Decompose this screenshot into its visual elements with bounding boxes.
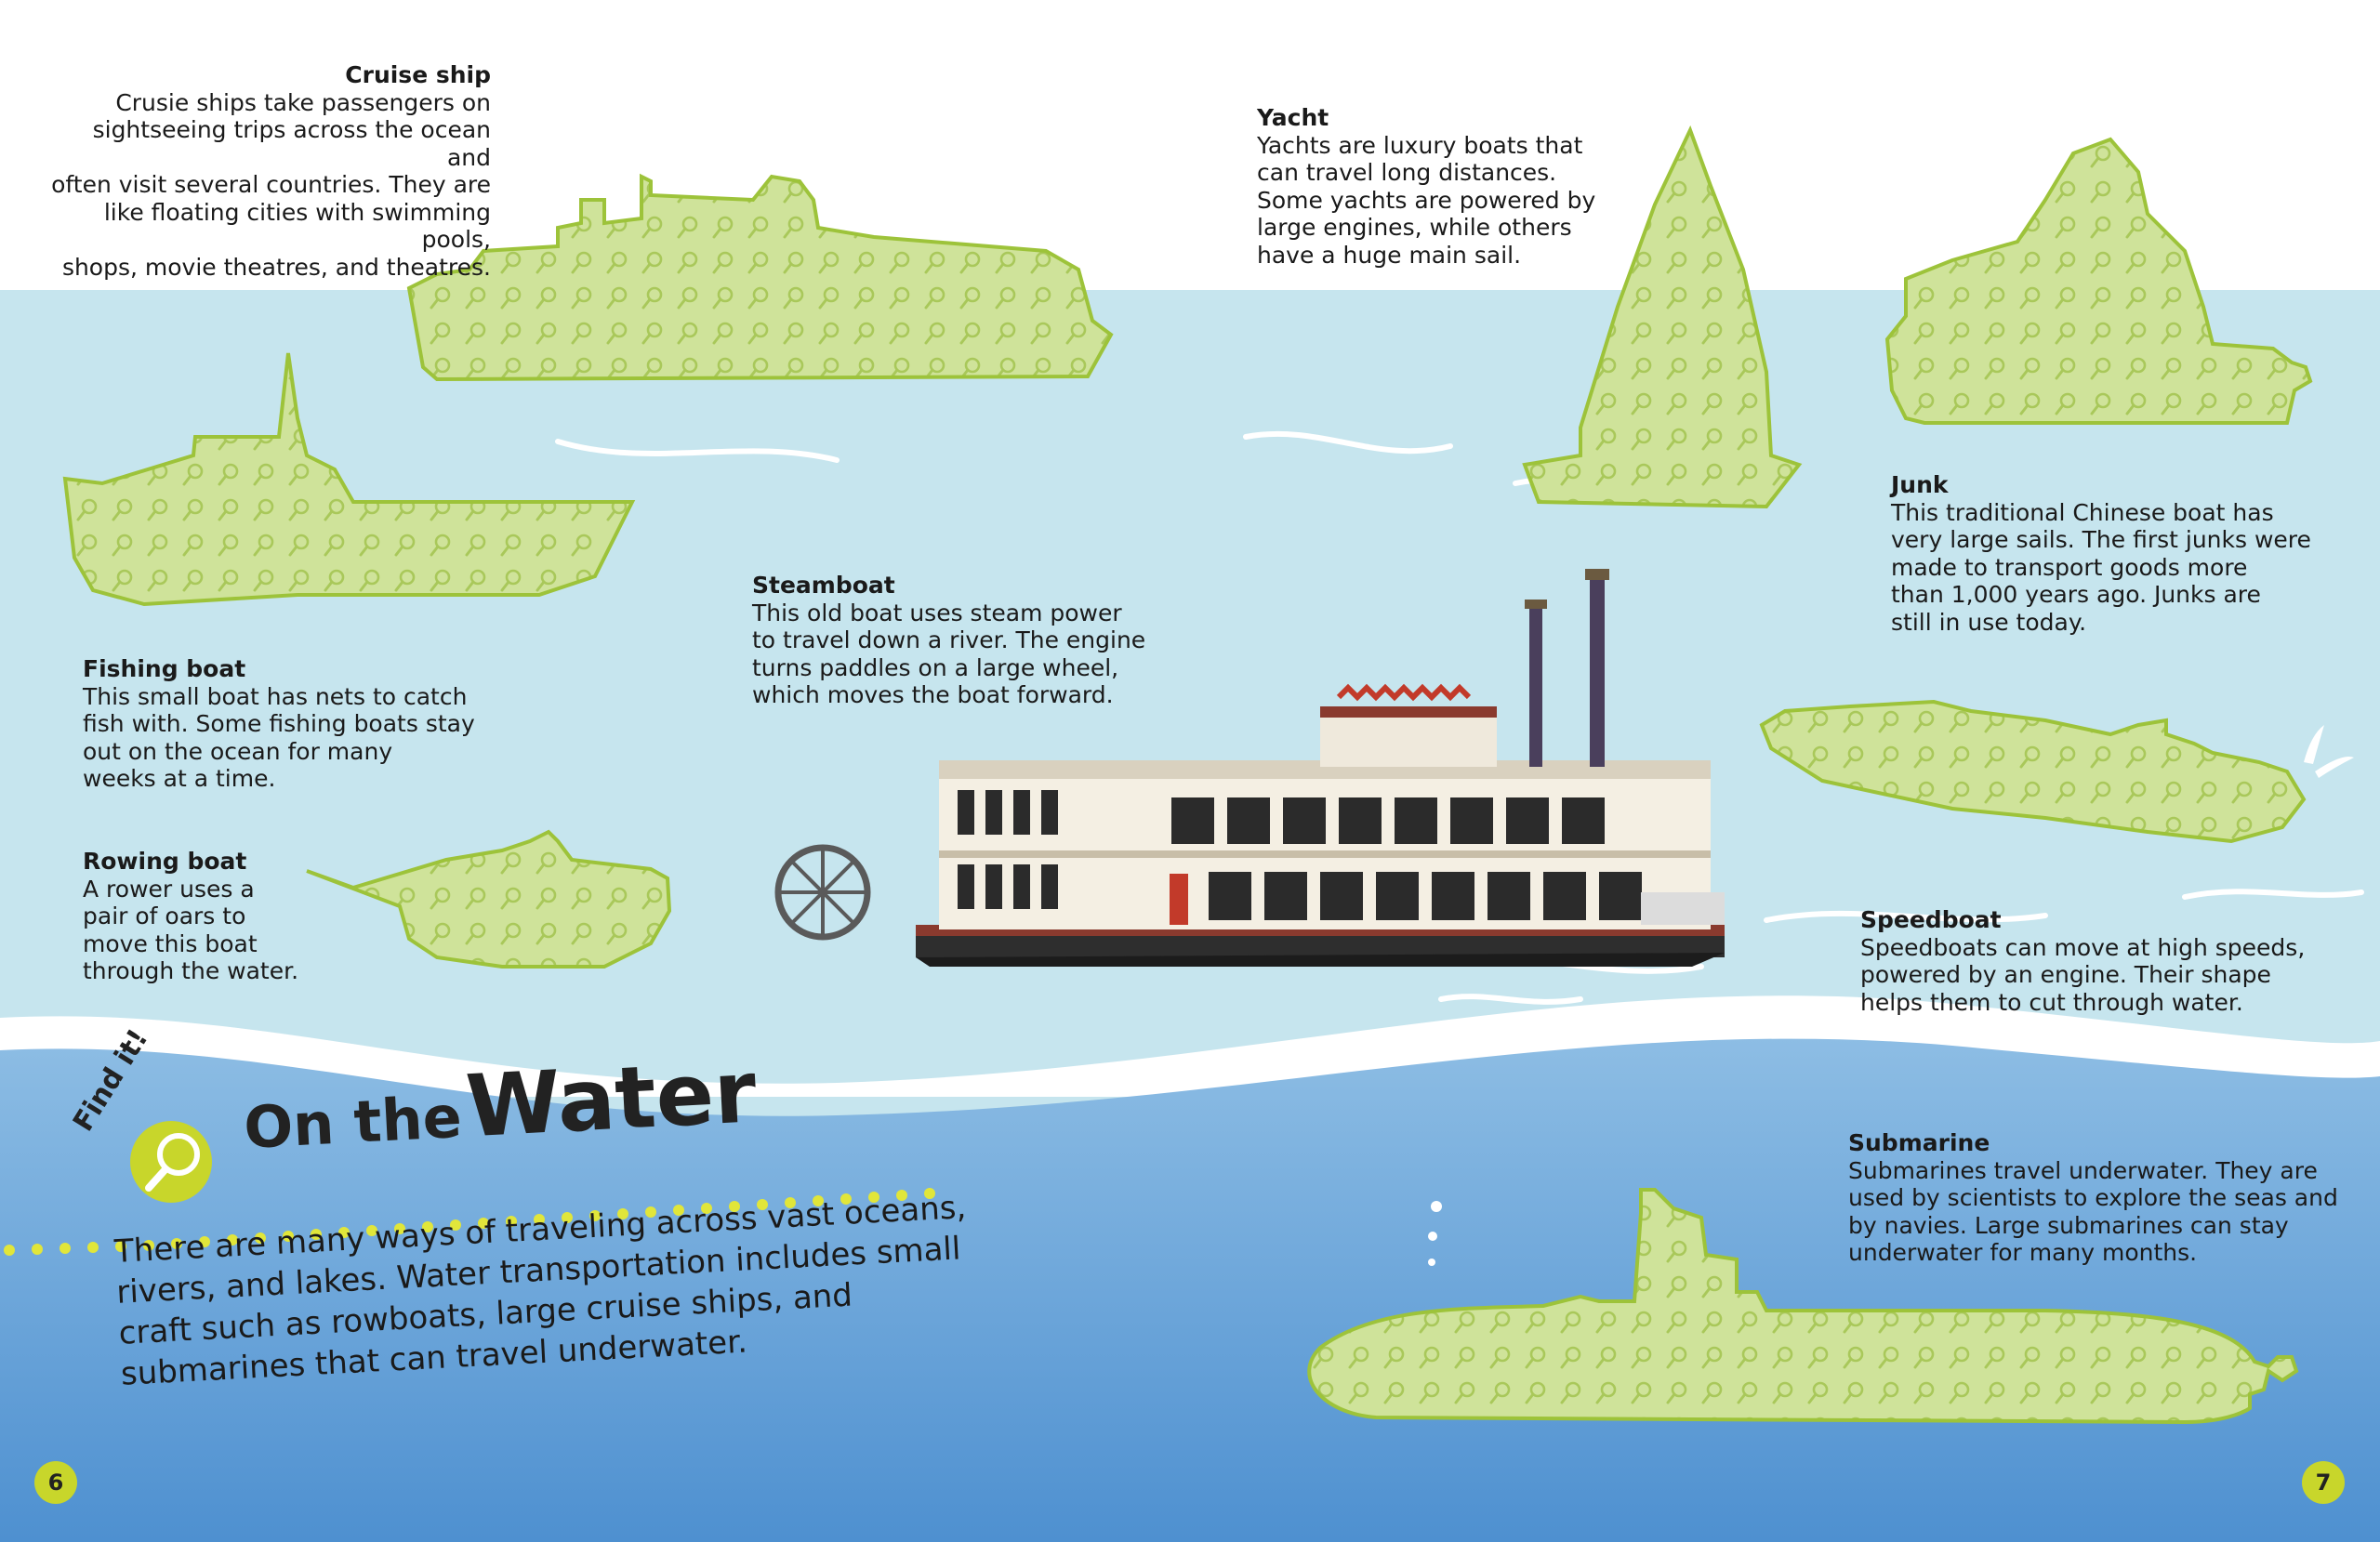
fishing-boat-title: Fishing boat — [83, 655, 246, 682]
junk-blurb: Junk This traditional Chinese boat has v… — [1891, 471, 2328, 636]
junk-text: This traditional Chinese boat has very l… — [1891, 498, 2311, 636]
yacht-silhouette — [1522, 125, 1803, 509]
rowing-boat-text: A rower uses a pair of oars to move this… — [83, 875, 299, 985]
steamboat-blurb: Steamboat This old boat uses steam power… — [752, 572, 1180, 709]
sky — [0, 0, 2380, 293]
fishing-boat-blurb: Fishing boat This small boat has nets to… — [83, 655, 483, 793]
junk-title: Junk — [1891, 471, 1949, 498]
cruise-ship-title: Cruise ship — [345, 61, 491, 88]
yacht-text: Yachts are luxury boats that can travel … — [1257, 131, 1596, 269]
submarine-silhouette — [1307, 1188, 2299, 1425]
rowing-boat-silhouette — [306, 829, 672, 969]
cruise-ship-blurb: Cruise ship Crusie ships take passengers… — [46, 61, 491, 281]
splash-icon — [2304, 725, 2354, 778]
fishing-boat-text: This small boat has nets to catch fish w… — [83, 682, 475, 793]
submarine-title: Submarine — [1848, 1129, 1990, 1156]
submarine-text: Submarines travel underwater. They are u… — [1848, 1156, 2338, 1267]
bubble-icon — [1428, 1201, 1442, 1266]
speedboat-silhouette — [1759, 699, 2307, 844]
page-number-left: 6 — [34, 1461, 77, 1504]
dotted-accent — [4, 1188, 935, 1256]
junk-silhouette — [1884, 137, 2313, 425]
cruise-ship-text: Crusie ships take passengers on sightsee… — [51, 88, 491, 281]
speedboat-title: Speedboat — [1860, 906, 2002, 933]
steamboat-text: This old boat uses steam power to travel… — [752, 599, 1146, 709]
speedboat-text: Speedboats can move at high speeds, powe… — [1860, 933, 2306, 1016]
steamboat-title: Steamboat — [752, 572, 895, 599]
yacht-title: Yacht — [1257, 104, 1329, 131]
page-title-big: Water — [463, 1042, 759, 1157]
page-number-right: 7 — [2302, 1461, 2345, 1504]
speedboat-blurb: Speedboat Speedboats can move at high sp… — [1860, 906, 2344, 1016]
page-title-small: On the — [242, 1082, 464, 1162]
rowing-boat-blurb: Rowing boat A rower uses a pair of oars … — [83, 848, 324, 985]
yacht-blurb: Yacht Yachts are luxury boats that can t… — [1257, 104, 1629, 269]
steamboat-illustration — [774, 569, 1725, 967]
cruise-ship-silhouette — [406, 173, 1114, 382]
submarine-blurb: Submarine Submarines travel underwater. … — [1848, 1129, 2350, 1267]
magnifier-icon — [130, 1121, 212, 1203]
rowing-boat-title: Rowing boat — [83, 848, 247, 875]
fishing-boat-silhouette — [62, 352, 636, 607]
sea-surface — [0, 290, 2380, 1127]
